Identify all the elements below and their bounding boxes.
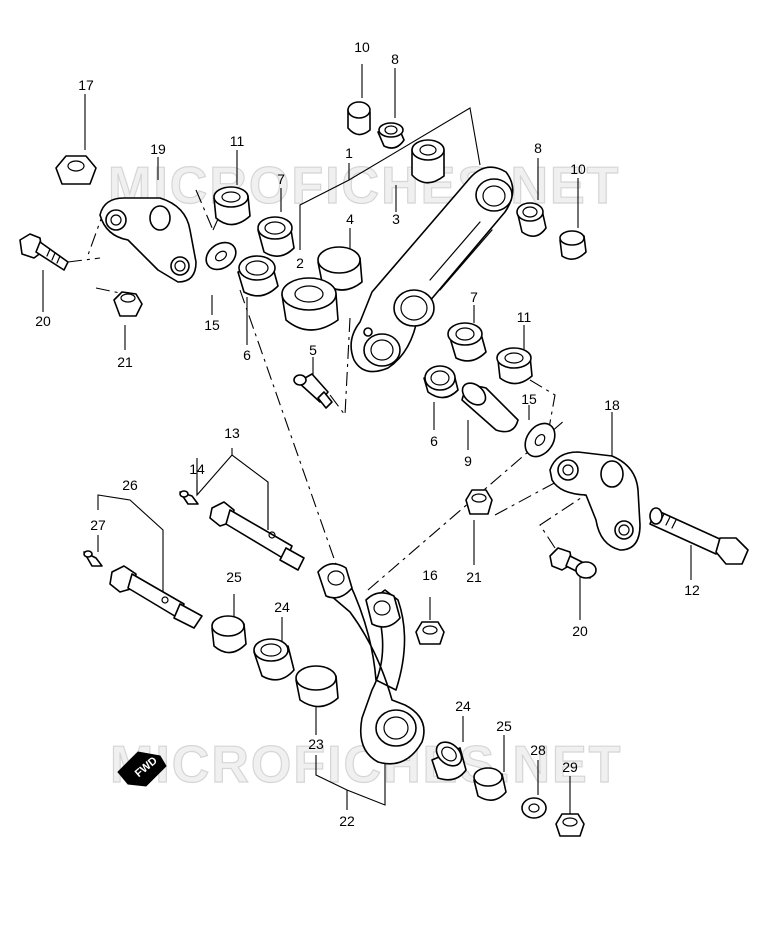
callout-13: 13: [224, 425, 240, 441]
washer-15-right: [524, 422, 556, 458]
bushing-25-right: [473, 767, 507, 801]
bushing-10-top: [347, 101, 371, 136]
bushing-10-right: [559, 230, 587, 260]
callout-14: 14: [189, 461, 205, 477]
bolt-13: [209, 501, 305, 571]
collar-9: [461, 382, 519, 433]
bushing-11-left: [213, 186, 251, 226]
link-arm-lower: [317, 563, 425, 765]
callout-10: 10: [354, 39, 370, 55]
callout-20: 20: [35, 313, 51, 329]
callout-25: 25: [226, 569, 242, 585]
callout-17: 17: [78, 77, 94, 93]
callout-28: 28: [530, 742, 546, 758]
bushing-11-right: [496, 347, 533, 385]
bearing-6-left: [237, 255, 279, 297]
callout-8: 8: [391, 51, 399, 67]
callout-23: 23: [308, 736, 324, 752]
bearing-24-left: [253, 638, 295, 681]
callout-27: 27: [90, 517, 106, 533]
nut-21-right: [465, 489, 493, 515]
nut-17: [55, 155, 97, 185]
spacer-3: [411, 139, 445, 184]
callout-5: 5: [309, 342, 317, 358]
callout-24: 24: [455, 698, 471, 714]
callout-29: 29: [562, 759, 578, 775]
callout-12: 12: [684, 582, 700, 598]
bolt-20-right: [549, 547, 597, 579]
nut-29: [555, 813, 585, 837]
callout-7: 7: [277, 171, 285, 187]
watermark-top: MICROFICHES.NET: [108, 157, 620, 215]
callout-4: 4: [346, 211, 354, 227]
bushing-25-left: [211, 615, 247, 654]
callout-11: 11: [517, 309, 532, 325]
bolt-12: [649, 507, 749, 565]
pin-27: [83, 550, 103, 567]
callout-21: 21: [466, 569, 482, 585]
callout-10: 10: [570, 161, 586, 177]
grease-nipple-5: [293, 373, 333, 409]
spacer-23: [295, 665, 339, 708]
callout-8: 8: [534, 140, 542, 156]
callout-26: 26: [122, 477, 138, 493]
bolt-20-left: [19, 233, 69, 271]
callout-25: 25: [496, 718, 512, 734]
bracket-left: [99, 197, 197, 283]
callout-15: 15: [521, 391, 537, 407]
callout-9: 9: [464, 453, 472, 469]
callout-22: 22: [339, 813, 355, 829]
bearing-6-right: [423, 365, 459, 399]
bolt-26: [109, 565, 203, 629]
callout-6: 6: [243, 347, 251, 363]
callout-7: 7: [470, 289, 478, 305]
bracket-right: [549, 451, 641, 551]
callout-18: 18: [604, 397, 620, 413]
callout-1: 1: [345, 145, 353, 161]
nut-21-left: [113, 291, 143, 317]
pin-14: [179, 490, 199, 505]
bearing-8-right: [516, 202, 547, 237]
callout-16: 16: [422, 567, 438, 583]
callout-21: 21: [117, 354, 133, 370]
callout-24: 24: [274, 599, 290, 615]
link-arm-upper: [350, 166, 514, 373]
callout-11: 11: [230, 133, 245, 149]
bearing-7-right: [447, 322, 487, 362]
callout-3: 3: [392, 211, 400, 227]
bearing-7-left: [257, 216, 295, 257]
washer-15-left: [205, 241, 237, 271]
bearing-8-top: [377, 122, 405, 149]
callout-20: 20: [572, 623, 588, 639]
callout-6: 6: [430, 433, 438, 449]
leader-lines: [42, 64, 692, 818]
callout-2: 2: [296, 255, 304, 271]
fwd-arrow-icon: FWD: [117, 751, 167, 787]
washer-28: [521, 797, 547, 819]
callout-19: 19: [150, 141, 166, 157]
spacer-2: [281, 277, 339, 331]
bearing-24-right: [431, 741, 467, 781]
spacer-4: [317, 246, 363, 291]
nut-16: [415, 621, 445, 645]
callout-labels: 10 8 17 11 19 1 8 10 7 3 4 2 15 6 5 7 11…: [35, 39, 700, 829]
callout-15: 15: [204, 317, 220, 333]
